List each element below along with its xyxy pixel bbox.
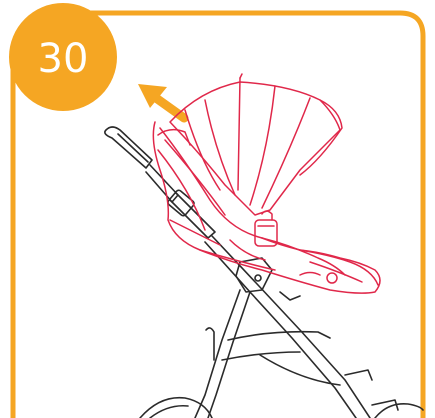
stroller-canopy: [153, 74, 380, 293]
step-badge: 30: [9, 3, 117, 111]
arrow-up-left-icon: [138, 84, 184, 118]
step-number: 30: [38, 36, 89, 82]
stroller-frame: [105, 127, 423, 418]
